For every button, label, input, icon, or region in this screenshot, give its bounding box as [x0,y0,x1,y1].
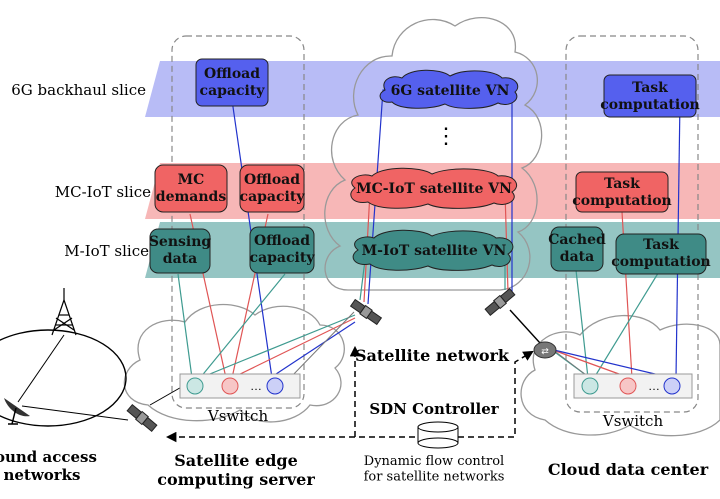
dc-switch-blue-icon [663,377,681,395]
link-sat-ground-edge [149,384,186,406]
datacenter-vswitch: … [573,373,693,399]
link-edge-m-offload [199,273,286,379]
link-dc-cached [575,269,589,379]
link-sat-grey-edge [289,311,355,379]
vn-mc-iot-satellite-text: MC-IoT satellite VN [356,181,512,197]
datacenter-vswitch-label: Vswitch [602,412,664,430]
dc-switch-red-icon [619,377,637,395]
datacenter-title: Cloud data center [548,460,709,479]
edge-vswitch-label: Vswitch [207,407,269,425]
edge-switch-blue-icon [266,377,284,395]
satellite-cloud [324,17,543,291]
ground-network-ellipse [0,329,127,427]
sdn-arrow-datacenter [458,350,534,438]
link-sat-teal-edge [199,314,356,379]
link-dc-m [593,269,661,379]
link-sat-red-edge [231,317,356,379]
router-icon: ⇄ [533,341,557,359]
link-sat-right-router [509,309,541,344]
antenna-tower-icon [51,288,77,336]
vn-mc-iot-satellite: MC-IoT satellite VN [350,167,517,209]
slice-label-6g-backhaul: 6G backhaul slice [11,81,146,99]
satellite-icon-edge [126,403,158,433]
satellite-dish-icon [4,398,30,425]
sdn-database-icon [417,421,459,449]
vn-m-iot-satellite: M-IoT satellite VN [352,229,514,271]
datacenter-cloud [520,314,720,437]
slice-label-mc-iot: MC-IoT slice [55,183,151,201]
dc-switch-teal-icon [581,377,599,395]
link-tower-dish [17,334,65,403]
vn-ellipsis: ⋮ [435,124,457,149]
vn-6g-satellite-text: 6G satellite VN [391,83,510,99]
edge-switch-teal-icon [186,377,204,395]
slice-label-m-iot: M-IoT slice [64,242,149,260]
edge-cloud [123,303,345,423]
dc-switch-ellipsis: … [648,379,660,393]
vn-m-iot-satellite-text: M-IoT satellite VN [362,243,507,259]
cloud-server-enclosure [565,35,699,413]
link-router-blue [553,349,673,379]
link-edge-sensing [177,273,193,379]
edge-switch-red-icon [221,377,239,395]
vn-6g-satellite: 6G satellite VN [379,69,519,109]
link-router-red [552,349,631,379]
satellite-network-label: Satellite network [355,346,510,365]
svg-text:⇄: ⇄ [541,346,549,356]
link-dish-satellite [21,405,129,421]
link-router-grey [551,348,591,379]
edge-switch-ellipsis: … [250,379,262,393]
edge-server-enclosure [171,35,305,409]
satellite-icon-right [484,287,516,317]
satellite-icon-left [349,298,383,326]
sdn-controller-label: SDN Controller [369,400,499,418]
edge-vswitch: … [179,373,301,399]
link-sat-blue-edge [269,321,356,379]
